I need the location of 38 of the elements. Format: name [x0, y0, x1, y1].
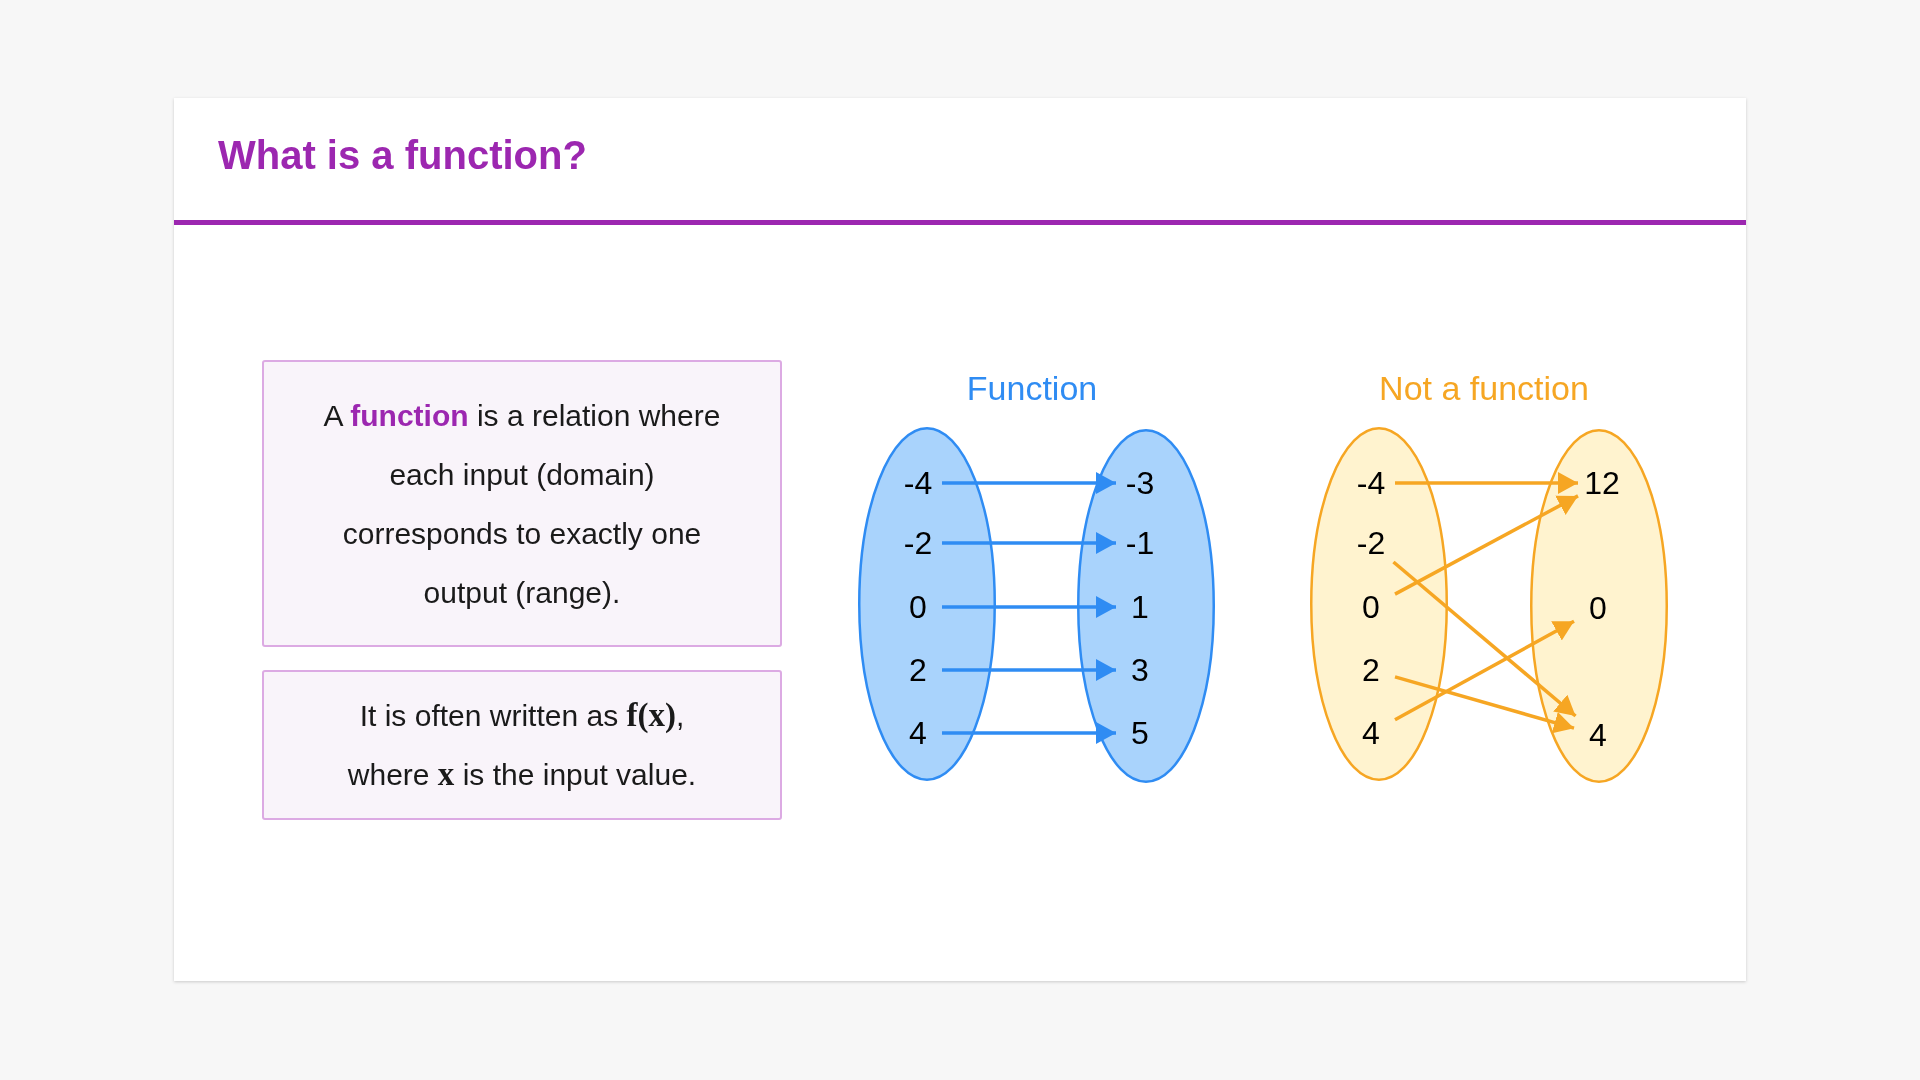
arrow [1394, 675, 1575, 734]
number-label: 1 [1116, 588, 1164, 626]
arrow [1394, 619, 1575, 722]
number-label: 0 [894, 588, 942, 626]
set-ellipse [858, 427, 996, 781]
number-label: 5 [1116, 714, 1164, 752]
number-label: 2 [1347, 651, 1395, 689]
arrow [942, 596, 1116, 618]
slide-title: What is a function? [218, 132, 587, 179]
arrow [1395, 472, 1578, 494]
note-text: It is often written as f(x), where x is the input value. [346, 696, 698, 794]
arrow [942, 532, 1116, 554]
number-label: -4 [1347, 464, 1395, 502]
set-ellipse [1077, 429, 1215, 783]
definition-text: A function is a relation where each input (domain) corresponds to exactly one output (range). [322, 397, 722, 611]
diagram-heading: Not a function [1379, 368, 1589, 408]
number-label: 4 [1347, 714, 1395, 752]
diagram-heading: Function [966, 368, 1098, 408]
arrow [1394, 494, 1579, 596]
arrow [1392, 560, 1577, 718]
arrow [942, 472, 1116, 494]
number-label: 4 [1574, 716, 1622, 754]
number-label: 0 [1574, 589, 1622, 627]
number-label: -1 [1116, 524, 1164, 562]
number-label: -4 [894, 464, 942, 502]
number-label: -3 [1116, 464, 1164, 502]
number-label: -2 [894, 524, 942, 562]
number-label: 3 [1116, 651, 1164, 689]
number-label: -2 [1347, 524, 1395, 562]
set-ellipse [1310, 427, 1448, 781]
number-label: 0 [1347, 588, 1395, 626]
note-card [262, 670, 782, 820]
definition-card [262, 360, 782, 647]
number-label: 12 [1578, 464, 1626, 502]
set-ellipse [1530, 429, 1668, 783]
number-label: 4 [894, 714, 942, 752]
arrow [942, 659, 1116, 681]
number-label: 2 [894, 651, 942, 689]
